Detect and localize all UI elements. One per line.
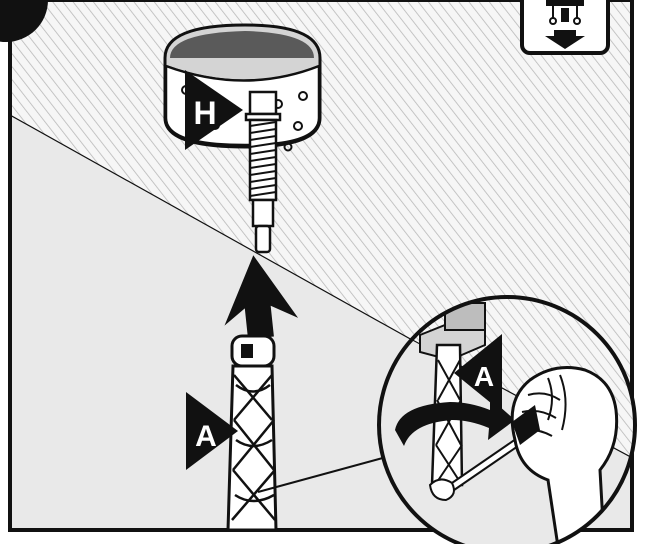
spring-pole <box>226 334 278 532</box>
up-arrow-icon <box>224 255 299 340</box>
ceiling-mount-down-arrow-icon <box>520 0 610 55</box>
detail-inset <box>377 295 637 544</box>
panel-frame <box>8 0 634 532</box>
callout-a-main-label: A <box>195 420 217 453</box>
screwdriver <box>428 433 528 502</box>
step-number-circle <box>0 0 48 42</box>
threaded-rod <box>244 90 282 254</box>
rotation-arrow-icon <box>395 398 515 446</box>
hand <box>510 366 619 544</box>
callout-a-inset: A <box>454 334 502 412</box>
leader-line <box>257 455 391 493</box>
callout-a-main: A <box>186 392 238 470</box>
callout-a-inset-label: A <box>474 361 494 392</box>
callout-h: H <box>185 70 243 150</box>
callout-h-label: H <box>193 95 216 131</box>
